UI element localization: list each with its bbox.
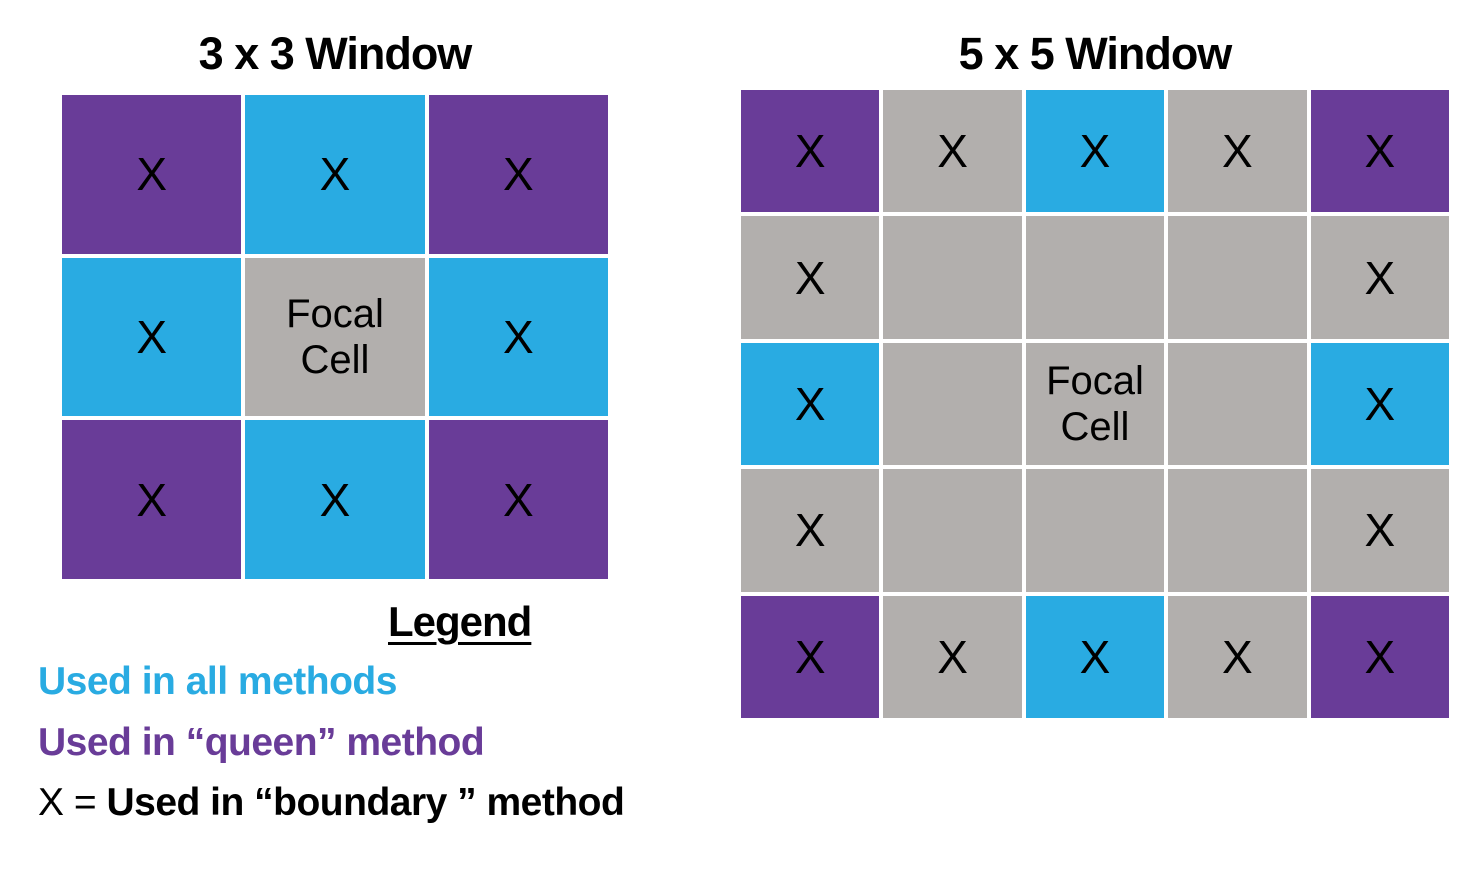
grid-cell-3x3-r1c1: X: [62, 95, 242, 254]
grid-cell-5x5-r3c2: [883, 342, 1022, 466]
grid-cell-3x3-r3c3: X: [428, 420, 608, 579]
grid-cell-5x5-r2c4: [1168, 216, 1307, 339]
grid-cell-5x5-r1c5: X: [1310, 90, 1449, 213]
grid-cell-3x3-r1c2: X: [245, 95, 425, 254]
legend-item-boundary-method: X = Used in “boundary ” method: [38, 781, 625, 825]
grid-cell-5x5-r5c1: X: [741, 595, 880, 718]
legend-item-queen-method: Used in “queen” method: [38, 721, 485, 764]
grid-cell-3x3-r3c2: X: [245, 420, 425, 579]
grid-cell-5x5-r4c3: [1025, 469, 1165, 592]
grid-cell-5x5-r1c3: X: [1025, 90, 1165, 213]
grid-cell-5x5-r2c1: X: [741, 216, 880, 339]
grid-cell-5x5-r5c3: X: [1025, 595, 1165, 718]
grid-5x5-title: 5 x 5 Window: [958, 28, 1233, 79]
focal-cell-label-line: Cell: [1060, 404, 1130, 449]
grid-cell-5x5-r1c1: X: [741, 90, 880, 213]
grid-cell-5x5-r1c4: X: [1168, 90, 1307, 213]
grid-cell-5x5-r4c2: [883, 469, 1022, 592]
grid-cell-5x5-r3c1: X: [741, 342, 880, 466]
grid-3x3-title: 3 x 3 Window: [198, 28, 473, 79]
grid-cell-3x3-r2c1: X: [62, 257, 242, 417]
grid-cell-5x5-r2c5: X: [1310, 216, 1449, 339]
legend-x-symbol: X =: [38, 781, 107, 824]
grid-cell-3x3-r1c3: X: [428, 95, 608, 254]
grid-cell-5x5-r5c2: X: [883, 595, 1022, 718]
grid-cell-5x5-r4c4: [1168, 469, 1307, 592]
grid-cell-5x5-r5c5: X: [1310, 595, 1449, 718]
focal-cell-label-line: Focal: [1046, 358, 1144, 403]
legend-boundary-text: Used in “boundary ” method: [106, 781, 625, 824]
grid-cell-5x5-r3c5: X: [1310, 342, 1449, 466]
grid-cell-3x3-r2c3: X: [428, 257, 608, 417]
grid-cell-5x5-r5c4: X: [1168, 595, 1307, 718]
grid-cell-5x5-r3c4: [1168, 342, 1307, 466]
grid-cell-5x5-r1c2: X: [883, 90, 1022, 213]
grid-cell-3x3-r3c1: X: [62, 420, 242, 579]
grid-cell-5x5-r4c5: X: [1310, 469, 1449, 592]
legend-title: Legend: [388, 598, 532, 645]
focal-cell-label-line: Focal: [286, 291, 384, 336]
focal-cell-label-line: Cell: [300, 337, 370, 382]
legend-item-all-methods: Used in all methods: [38, 660, 397, 703]
grid-cell-5x5-r2c3: [1025, 216, 1165, 339]
grid-cell-5x5-r2c2: [883, 216, 1022, 339]
grid-cell-5x5-r4c1: X: [741, 469, 880, 592]
